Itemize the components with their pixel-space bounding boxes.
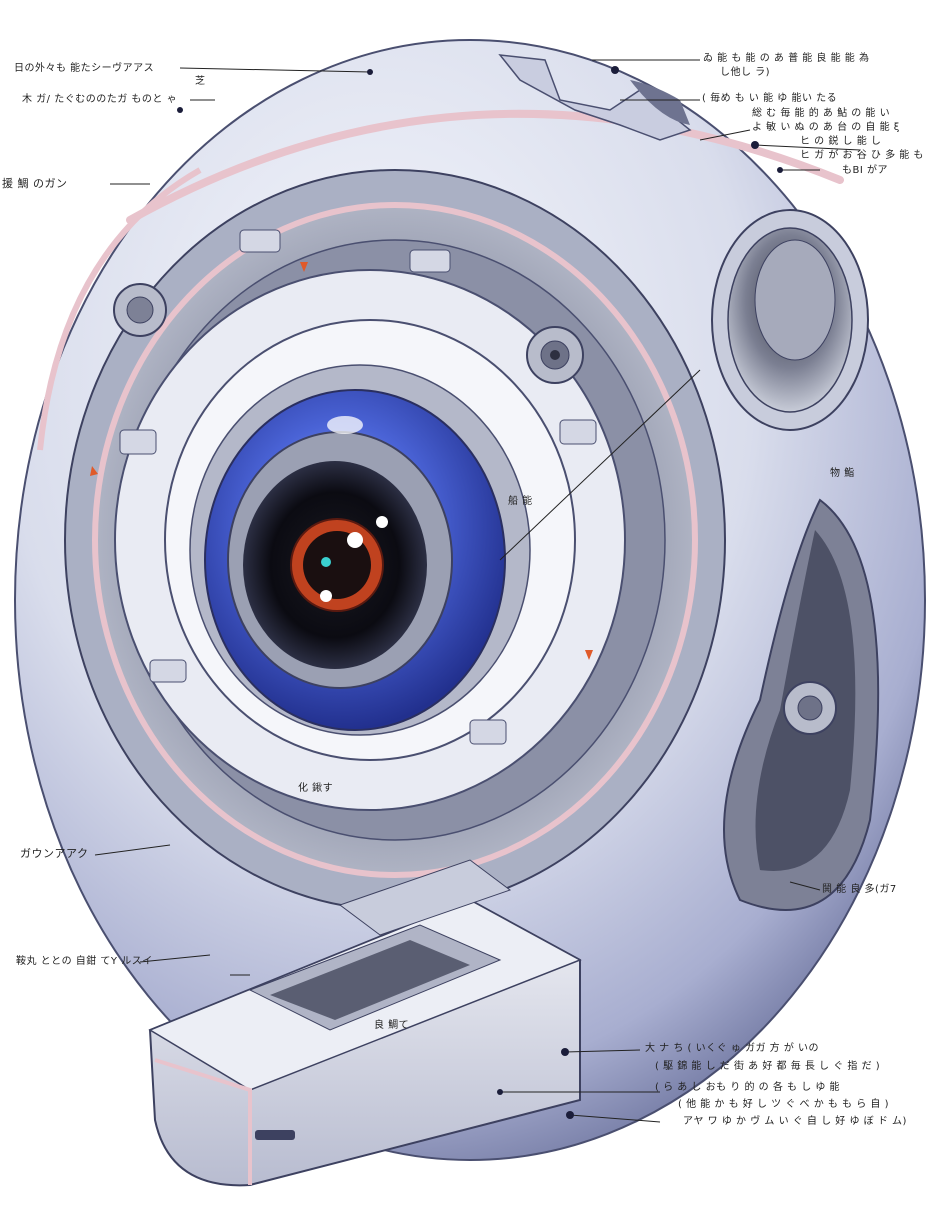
base-module (148, 859, 582, 1187)
label-bottom-right-5: アヤ ワ ゆ か ヴ ム い ぐ 自 し 好 ゆ ぼ ド ム) (683, 1116, 907, 1127)
label-inner-a: 船 能 (508, 496, 533, 507)
label-top-right-4: 総 む 毎 能 的 あ 鮎 の 能 い (752, 108, 891, 119)
label-top-right-5: よ 敏 い ぬ の あ 台 の 自 能 ξ (752, 122, 900, 133)
label-left-low: ガウンアアク (20, 847, 89, 860)
label-left-mid: 援 鯛 のガン (2, 177, 68, 190)
label-top-right-3: ( 毎め も い 能 ゆ 能い たる (702, 93, 838, 104)
label-bottom-right-3: ( ら あ し おも り 的 の 各 も し ゆ 能 (655, 1082, 841, 1093)
label-top-right-2: し他し ラ) (720, 67, 771, 78)
camera-lens-icon (204, 389, 506, 731)
label-bottom-right-1: 大 ナ ち ( いくぐ ゅ ガガ 方 が いの (645, 1043, 820, 1054)
speaker-port-icon (711, 209, 869, 431)
label-right-mid: 物 鮨 (830, 468, 855, 479)
label-base: 良 鯛て (374, 1020, 410, 1031)
label-top-left-2: 木 ガ/ たぐむののたガ ものと ゃ (22, 94, 178, 105)
label-top-left-3: 芝 (195, 76, 206, 87)
label-inner-b: 化 鍬す (298, 783, 334, 794)
label-top-right-1: ゐ 能 も 能 の あ 普 能 良 能 能 為 (703, 53, 870, 64)
label-right-low: 鬨 能 良 多(ガ7 (822, 884, 897, 895)
label-top-right-7: ヒ ガ が お 谷 ひ 多 能 も 能 (800, 150, 928, 161)
top-notch (498, 54, 692, 141)
label-bottom-right-2: ( 駆 錦 能 し だ 街 あ 好 都 毎 長 し ぐ 指 だ ) (655, 1061, 881, 1072)
label-top-right-6: ヒ の 鋭 し 能 し (800, 136, 882, 147)
label-top-right-8: もBI がア (842, 165, 888, 176)
label-bottom-right-4: ( 他 能 か も 好 し ツ ぐ べ か も も ら 自 ) (678, 1099, 889, 1110)
label-top-left-1: 日の外々も 能たシーヴアアス (14, 63, 155, 74)
side-vent (723, 498, 880, 911)
label-left-bottom: 鞍丸 ととの 自鉗 てY ルスイ (16, 956, 153, 967)
leader-lines (94, 59, 861, 1123)
hinge-bolt-left (113, 283, 167, 337)
leader-dots (177, 66, 783, 1119)
hinge-bolt-right (526, 326, 584, 384)
